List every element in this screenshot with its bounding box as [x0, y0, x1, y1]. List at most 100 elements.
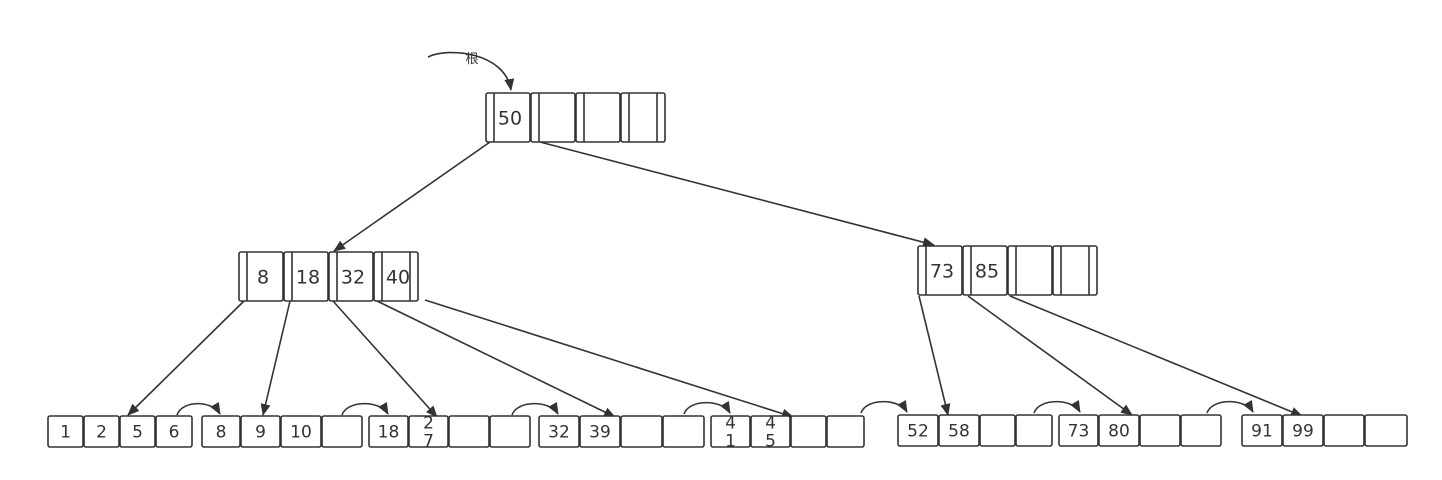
leaf-slot: [979, 414, 1016, 447]
leaf-slot: [119, 415, 156, 448]
leaf-slot: [321, 415, 363, 448]
edge-left-to-leaf-5: [424, 299, 794, 419]
internal-node-2: 73 85: [917, 245, 1098, 296]
key-text: 32: [548, 423, 570, 443]
leaf-node-8: 91 99: [1241, 414, 1408, 447]
leaf-slot: [408, 415, 449, 448]
key-text: 10: [290, 423, 312, 443]
edge-right-to-leaf-7: [967, 295, 1133, 416]
leaf-link-7: [1206, 399, 1254, 414]
edge-left-to-leaf-2: [260, 300, 291, 416]
key-text: 9: [255, 423, 266, 443]
key-text: 85: [975, 260, 999, 282]
leaf-slot: [790, 415, 827, 448]
leaf-node-2: 8 9 10: [201, 415, 363, 448]
edge-root-to-right: [539, 141, 935, 248]
leaf-slot: [620, 415, 663, 448]
key-text: 58: [948, 422, 970, 442]
root-pointer-arrow: [427, 51, 515, 91]
leaf-slot: [897, 414, 939, 447]
key-text: 8: [257, 266, 269, 288]
key-text: 52: [907, 422, 929, 442]
key-text: 40: [386, 266, 410, 288]
leaf-link-3: [511, 401, 559, 416]
internal-node-1: 8 18 32 40: [238, 251, 419, 302]
node-slot: [575, 92, 621, 143]
key-text: 80: [1108, 422, 1130, 442]
leaf-slot: [1139, 414, 1181, 447]
key-text: 5: [132, 423, 143, 443]
leaf-link-5: [860, 399, 908, 414]
leaf-slot: [201, 415, 241, 448]
leaf-link-2: [341, 401, 389, 416]
root-node: 50: [485, 92, 666, 143]
leaf-slot: [155, 415, 193, 448]
edge-right-to-leaf-6: [918, 295, 951, 416]
leaf-slot: [579, 415, 621, 448]
leaf-link-4: [683, 400, 731, 415]
key-text: 73: [1068, 422, 1090, 442]
leaf-slot: [938, 414, 980, 447]
leaf-slot: [1098, 414, 1140, 447]
key-text: 18: [378, 423, 400, 443]
key-text: 39: [589, 423, 611, 443]
leaf-slot: [826, 415, 865, 448]
key-text: 2: [96, 423, 107, 443]
leaf-slot: [1058, 414, 1099, 447]
leaf-slot: [368, 415, 409, 448]
key-text: 50: [498, 107, 522, 129]
leaf-link-6: [1033, 399, 1081, 414]
node-slot: [373, 251, 419, 302]
node-slot: [1052, 245, 1098, 296]
key-text: 73: [930, 260, 954, 282]
leaf-slot: [1323, 414, 1365, 447]
leaf-link-1: [176, 401, 221, 416]
node-slot: [530, 92, 576, 143]
leaf-slot: [280, 415, 322, 448]
node-slot: [1007, 245, 1053, 296]
node-slot: [283, 251, 329, 302]
leaf-node-1: 1 2 5 6: [47, 415, 193, 448]
leaf-links: [176, 399, 1254, 416]
tree-edges: [127, 141, 1303, 419]
leaf-slot: [538, 415, 580, 448]
node-slot: [962, 245, 1008, 296]
key-text: 6: [169, 423, 180, 443]
node-slot: [238, 251, 284, 302]
edge-root-to-left: [333, 141, 491, 252]
leaf-slot: [710, 415, 751, 448]
edge-left-to-leaf-4: [376, 300, 616, 418]
leaf-slot: [47, 415, 84, 448]
leaf-slot: [1015, 414, 1053, 447]
leaf-slot: [662, 415, 705, 448]
key-text: 99: [1292, 422, 1314, 442]
edge-left-to-leaf-3: [332, 300, 438, 418]
leaf-node-6: 52 58: [897, 414, 1053, 447]
leaf-slot: [83, 415, 120, 448]
leaf-node-7: 73 80: [1058, 414, 1222, 447]
key-text: 8: [216, 423, 227, 443]
key-text: 32: [341, 266, 365, 288]
key-text: 1: [60, 423, 71, 443]
leaf-node-4: 32 39: [538, 415, 705, 448]
node-slot: [620, 92, 666, 143]
edge-right-to-leaf-8: [1009, 295, 1303, 417]
edge-left-to-leaf-1: [127, 300, 245, 416]
leaf-slot: [1180, 414, 1222, 447]
leaf-slot: [448, 415, 490, 448]
key-text: 18: [296, 266, 320, 288]
node-slot: [328, 251, 374, 302]
node-slot: [917, 245, 963, 296]
leaf-slot: [1282, 414, 1324, 447]
leaf-slot: [489, 415, 531, 448]
leaf-slot: [240, 415, 281, 448]
key-text: 91: [1251, 422, 1273, 442]
leaf-slot: [1241, 414, 1283, 447]
